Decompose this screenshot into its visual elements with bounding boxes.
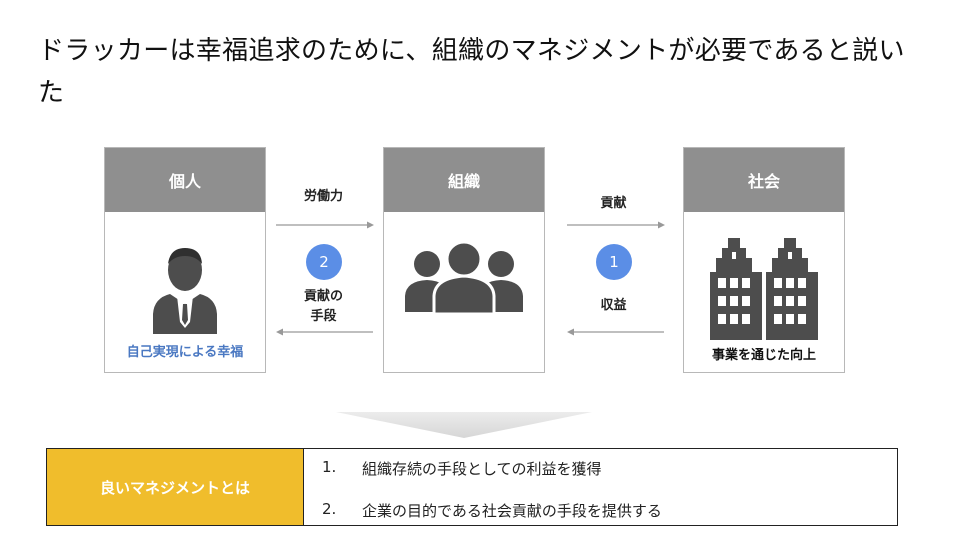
revenue-arrow — [567, 328, 664, 336]
society-box: 社会 事業を通じた向上 — [683, 147, 845, 373]
summary-item: 2. 企業の目的である社会貢献の手段を提供する — [322, 500, 662, 521]
contribution-label: 貢献 — [600, 196, 627, 211]
individual-box: 個人 自己実現による幸福 — [104, 147, 266, 373]
summary-list: 1. 組織存続の手段としての利益を獲得 2. 企業の目的である社会貢献の手段を提… — [304, 449, 897, 525]
organization-box: 組織 — [383, 147, 545, 373]
summary-item: 1. 組織存続の手段としての利益を獲得 — [322, 458, 602, 479]
contribution-means-label: 貢献の 手段 — [276, 287, 371, 327]
badge-1: 1 — [596, 244, 632, 280]
labor-arrow — [276, 221, 374, 229]
page-title: ドラッカーは幸福追求のために、組織のマネジメントが必要であると説いた — [38, 36, 905, 108]
summary-heading: 良いマネジメントとは — [47, 449, 304, 525]
buildings-icon — [684, 234, 844, 340]
individual-header: 個人 — [105, 148, 265, 212]
society-caption: 事業を通じた向上 — [711, 348, 816, 363]
individual-caption: 自己実現による幸福 — [126, 345, 244, 360]
badge-2: 2 — [306, 244, 342, 280]
summary-item-text: 組織存続の手段としての利益を獲得 — [362, 460, 602, 478]
contribution-means-arrow — [276, 328, 373, 336]
contribution-arrow — [567, 221, 665, 229]
labor-label: 労働力 — [303, 189, 343, 204]
down-chevron-icon — [336, 412, 592, 438]
summary-item-number: 2. — [322, 500, 337, 518]
contribution-means-line1: 貢献の — [303, 289, 343, 304]
summary-table: 良いマネジメントとは 1. 組織存続の手段としての利益を獲得 2. 企業の目的で… — [46, 448, 898, 526]
businessman-icon — [105, 242, 265, 338]
organization-header: 組織 — [384, 148, 544, 212]
contribution-means-line2: 手段 — [310, 309, 337, 324]
group-icon — [384, 240, 544, 316]
society-header: 社会 — [684, 148, 844, 212]
summary-item-number: 1. — [322, 458, 337, 476]
revenue-label: 収益 — [600, 298, 627, 313]
summary-item-text: 企業の目的である社会貢献の手段を提供する — [362, 502, 662, 520]
